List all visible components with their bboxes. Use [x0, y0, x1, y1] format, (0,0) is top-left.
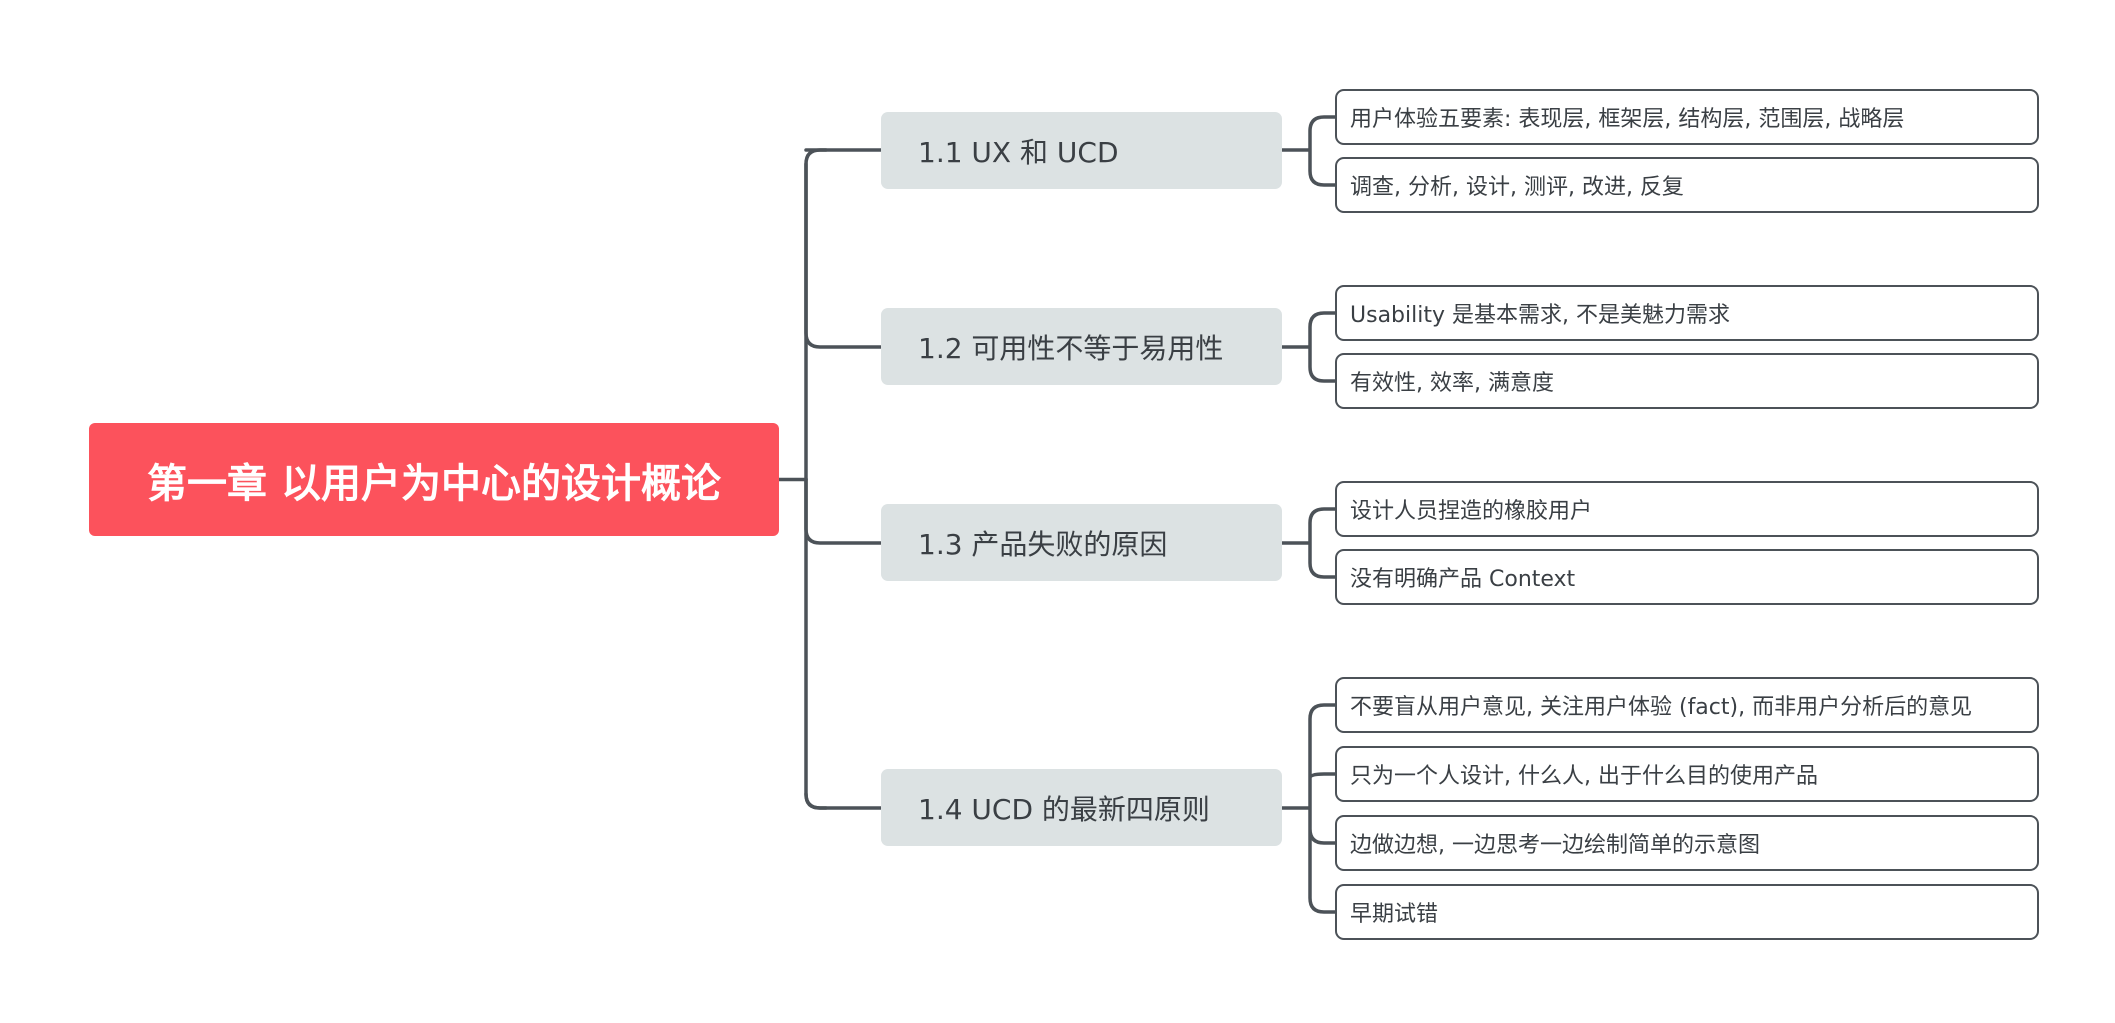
leaf-connector-1 [1280, 115, 1337, 187]
leaf-topic-label: 有效性, 效率, 满意度 [1350, 371, 1554, 396]
branch-topic-1-3[interactable]: 1.3 产品失败的原因 [881, 504, 1282, 581]
root-topic[interactable]: 第一章 以用户为中心的设计概论 [89, 423, 779, 536]
leaf-topic-label: 边做边想, 一边思考一边绘制简单的示意图 [1350, 833, 1760, 858]
leaf-topic-label: 用户体验五要素: 表现层, 框架层, 结构层, 范围层, 战略层 [1350, 107, 1905, 132]
leaf-topic-label: 调查, 分析, 设计, 测评, 改进, 反复 [1350, 175, 1684, 200]
branch-topic-1-2[interactable]: 1.2 可用性不等于易用性 [881, 308, 1282, 385]
leaf-topic[interactable]: 设计人员捏造的橡胶用户 [1335, 481, 2039, 537]
leaf-topic[interactable]: 用户体验五要素: 表现层, 框架层, 结构层, 范围层, 战略层 [1335, 89, 2039, 145]
leaf-connector-4 [1280, 703, 1337, 914]
branch-connector-3 [804, 477, 883, 545]
branch-topic-label: 1.3 产品失败的原因 [918, 527, 1168, 561]
leaf-topic[interactable]: 调查, 分析, 设计, 测评, 改进, 反复 [1335, 157, 2039, 213]
leaf-topic[interactable]: 边做边想, 一边思考一边绘制简单的示意图 [1335, 815, 2039, 871]
branch-connector-2 [804, 162, 883, 349]
branch-topic-label: 1.1 UX 和 UCD [918, 135, 1119, 169]
branch-topic-label: 1.2 可用性不等于易用性 [918, 331, 1224, 365]
root-topic-label: 第一章 以用户为中心的设计概论 [147, 460, 721, 507]
leaf-topic[interactable]: 没有明确产品 Context [1335, 549, 2039, 605]
leaf-topic-label: 没有明确产品 Context [1350, 567, 1576, 592]
leaf-topic[interactable]: 有效性, 效率, 满意度 [1335, 353, 2039, 409]
main-trunk-line [804, 148, 828, 810]
leaf-topic-label: Usability 是基本需求, 不是美魅力需求 [1350, 303, 1730, 328]
leaf-topic-label: 只为一个人设计, 什么人, 出于什么目的使用产品 [1350, 764, 1818, 789]
leaf-connector-3 [1280, 507, 1337, 579]
leaf-topic-label: 设计人员捏造的橡胶用户 [1350, 499, 1593, 524]
leaf-connector-2 [1280, 311, 1337, 383]
leaf-topic[interactable]: 早期试错 [1335, 884, 2039, 940]
leaf-topic[interactable]: 不要盲从用户意见, 关注用户体验 (fact), 而非用户分析后的意见 [1335, 677, 2039, 733]
leaf-topic[interactable]: Usability 是基本需求, 不是美魅力需求 [1335, 285, 2039, 341]
branch-topic-1-1[interactable]: 1.1 UX 和 UCD [881, 112, 1282, 189]
branch-topic-label: 1.4 UCD 的最新四原则 [918, 792, 1210, 826]
leaf-topic-label: 早期试错 [1350, 902, 1439, 927]
branch-topic-1-4[interactable]: 1.4 UCD 的最新四原则 [881, 769, 1282, 846]
leaf-topic[interactable]: 只为一个人设计, 什么人, 出于什么目的使用产品 [1335, 746, 2039, 802]
branch-connector-4 [804, 792, 883, 810]
leaf-topic-label: 不要盲从用户意见, 关注用户体验 (fact), 而非用户分析后的意见 [1350, 695, 1973, 720]
